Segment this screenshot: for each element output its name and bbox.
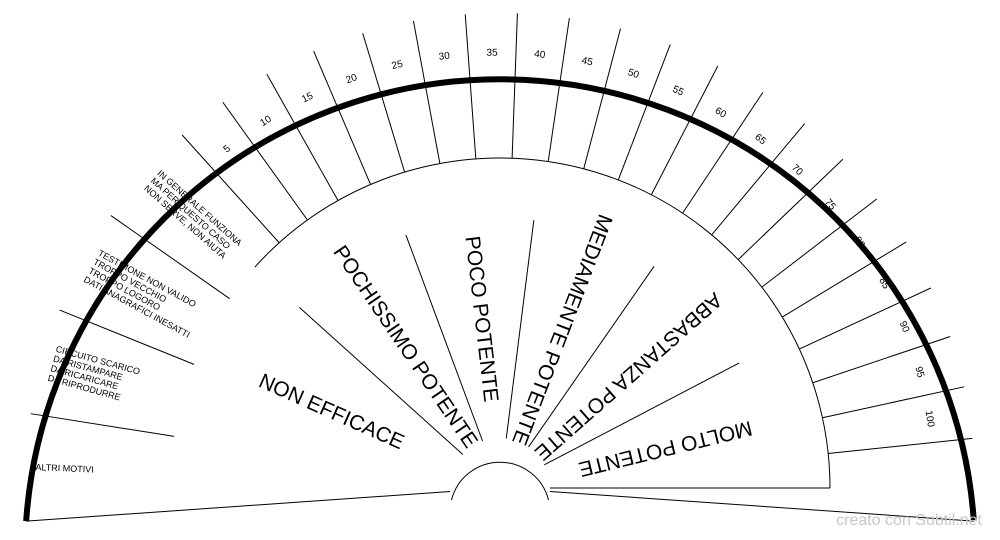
scale-label-20: 20 [345,72,360,86]
scale-label-40: 40 [534,49,547,61]
reason-altri-motivi: ALTRI MOTIVI [35,462,94,475]
reason-divider [110,215,230,300]
wedge-divider [544,362,740,466]
scale-label-50: 50 [626,67,640,81]
reason-divider [59,309,195,365]
scale-tick [181,134,280,244]
scale-tick [547,18,570,162]
scale-tick [737,158,844,260]
scale-tick [828,437,973,455]
scale-tick [511,13,518,159]
scale-label-30: 30 [438,50,451,62]
category-label-5: MOLTO POTENTE [576,416,754,481]
scale-tick [222,101,308,221]
category-non-efficace: NON EFFICACE [255,370,407,455]
scale-tick [782,241,907,318]
scale-tick [362,33,406,173]
wedge-divider [528,266,655,448]
scale-label-55: 55 [671,84,686,99]
scale-label-10: 10 [258,114,274,129]
scale-tick [650,65,719,195]
wedge-divider [405,234,484,442]
scale-tick [464,14,477,159]
reason-line: MA PER QUESTO CASO [149,176,232,251]
scale-label-45: 45 [581,55,595,68]
scale-label-90: 90 [897,320,912,335]
scale-label-35: 35 [486,48,498,59]
scale-tick [266,73,339,201]
scale-tick [682,92,764,214]
scale-label-100: 100 [923,410,937,429]
scale-tick [812,336,951,384]
scale-label-25: 25 [391,59,405,72]
scale-label-5: 5 [222,143,234,155]
dial-lines [26,13,974,522]
scale-tick [583,28,622,169]
scale-tick [822,386,965,419]
scale-tick [799,287,932,350]
dial-left-edge [549,490,974,522]
dial-right-edge [26,490,451,522]
scale-tick [711,123,806,236]
scale-label-15: 15 [300,90,315,105]
scale-label-60: 60 [713,106,729,121]
reason-line: ALTRI MOTIVI [35,462,94,475]
scale-label-95: 95 [912,365,926,379]
credit-text: creato con Subtil.net [836,512,982,529]
scale-arc [254,157,831,489]
outer-arc [23,76,977,522]
scale-tick [617,44,671,181]
wedge-divider [299,306,464,455]
scale-label-65: 65 [752,132,768,148]
category-label-2: POCO POTENTE [460,235,502,403]
scale-tick [313,50,371,185]
scale-tick [761,198,878,288]
wedge-divider [505,220,535,439]
reason-divider [30,413,175,437]
scale-label-85: 85 [876,276,891,291]
scale-tick [412,20,441,164]
hub-arc [451,461,549,501]
